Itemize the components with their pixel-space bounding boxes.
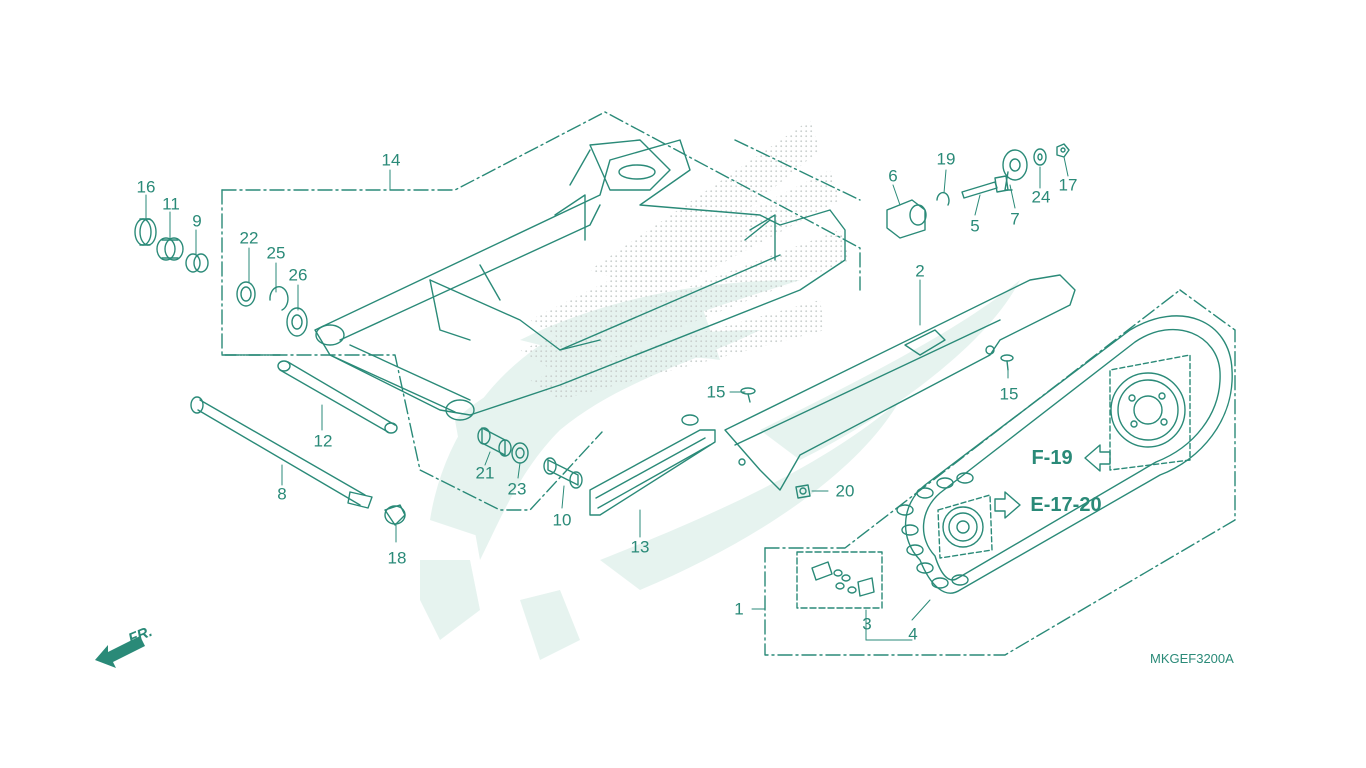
part-label-15-right[interactable]: 15 <box>999 384 1019 404</box>
swingarm <box>314 139 846 421</box>
front-arrow-icon <box>95 636 145 668</box>
part-3-chain-joint <box>811 561 875 597</box>
part-label-12[interactable]: 12 <box>313 431 333 451</box>
part-label-8[interactable]: 8 <box>277 484 287 504</box>
part-label-26[interactable]: 26 <box>288 265 308 285</box>
drive-sprocket-disc <box>942 506 984 548</box>
part-label-15-left[interactable]: 15 <box>706 382 726 402</box>
part-label-17[interactable]: 16 <box>136 177 156 197</box>
part-label-21[interactable]: 21 <box>475 463 495 483</box>
part-label-24[interactable]: 24 <box>1031 187 1051 207</box>
part-label-20[interactable]: 20 <box>835 481 855 501</box>
part-label-22[interactable]: 22 <box>239 228 259 248</box>
leader-lines <box>145 156 1069 641</box>
part-label-3[interactable]: 3 <box>862 614 872 634</box>
part-18-nut <box>384 504 406 526</box>
part-label-13[interactable]: 13 <box>630 537 650 557</box>
part-label-4[interactable]: 4 <box>908 624 918 644</box>
diagram-code: MKGEF3200A <box>1150 651 1234 666</box>
part-label-23[interactable]: 23 <box>507 479 527 499</box>
swingarm-assembly-box <box>221 111 861 511</box>
drive-sprocket <box>937 494 993 559</box>
part-label-18[interactable]: 18 <box>387 548 407 568</box>
chain-joint-subbox <box>796 551 883 609</box>
part-label-9[interactable]: 9 <box>192 211 202 231</box>
part-22-seal <box>236 281 256 307</box>
ref-label-e1720[interactable]: E-17-20 <box>1030 494 1102 516</box>
part-11-bearing <box>156 237 184 261</box>
part-12-pipe <box>277 360 398 434</box>
part-24-washer <box>1033 148 1047 166</box>
part-label-16[interactable]: 17 <box>1058 175 1078 195</box>
part-25-circlip <box>269 286 289 311</box>
part-label-25[interactable]: 25 <box>266 243 286 263</box>
part-2-chain-case <box>724 274 1076 491</box>
part-9-collar <box>185 253 209 273</box>
ref-arrow-f19-icon <box>1084 444 1111 472</box>
rear-sprocket-disc <box>1110 372 1186 448</box>
part-label-1[interactable]: 1 <box>734 599 744 619</box>
chain-links <box>896 472 974 589</box>
part-label-11[interactable]: 11 <box>162 194 180 214</box>
part-13-chain-slider <box>589 414 716 516</box>
watermark-wing-dots <box>520 120 850 400</box>
part-15-bolt-right <box>1000 354 1014 371</box>
part-15-bolt-left <box>740 387 756 403</box>
part-5-bolt <box>961 175 1009 199</box>
part-label-10[interactable]: 10 <box>552 510 572 530</box>
part-label-14[interactable]: 14 <box>381 150 401 170</box>
part-21-bearing <box>477 427 512 457</box>
part-16-nut <box>1056 143 1070 158</box>
part-label-2[interactable]: 2 <box>915 261 925 281</box>
part-17-nut <box>134 218 157 246</box>
part-6-collar <box>886 199 927 239</box>
part-19-clip <box>936 191 950 206</box>
part-8-pivot-bolt <box>190 396 373 509</box>
ref-arrow-e1720-icon <box>994 491 1021 519</box>
ref-label-f19[interactable]: F-19 <box>1031 447 1073 469</box>
part-label-19[interactable]: 19 <box>936 149 956 169</box>
part-7-adjuster <box>1002 149 1028 191</box>
part-10-collar <box>543 457 583 489</box>
part-label-6[interactable]: 6 <box>888 166 898 186</box>
part-label-7[interactable]: 7 <box>1010 209 1020 229</box>
part-label-5[interactable]: 5 <box>970 216 980 236</box>
part-20-screw <box>795 484 811 499</box>
part-4-drive-chain <box>904 315 1233 594</box>
part-26-bearing <box>286 307 308 337</box>
